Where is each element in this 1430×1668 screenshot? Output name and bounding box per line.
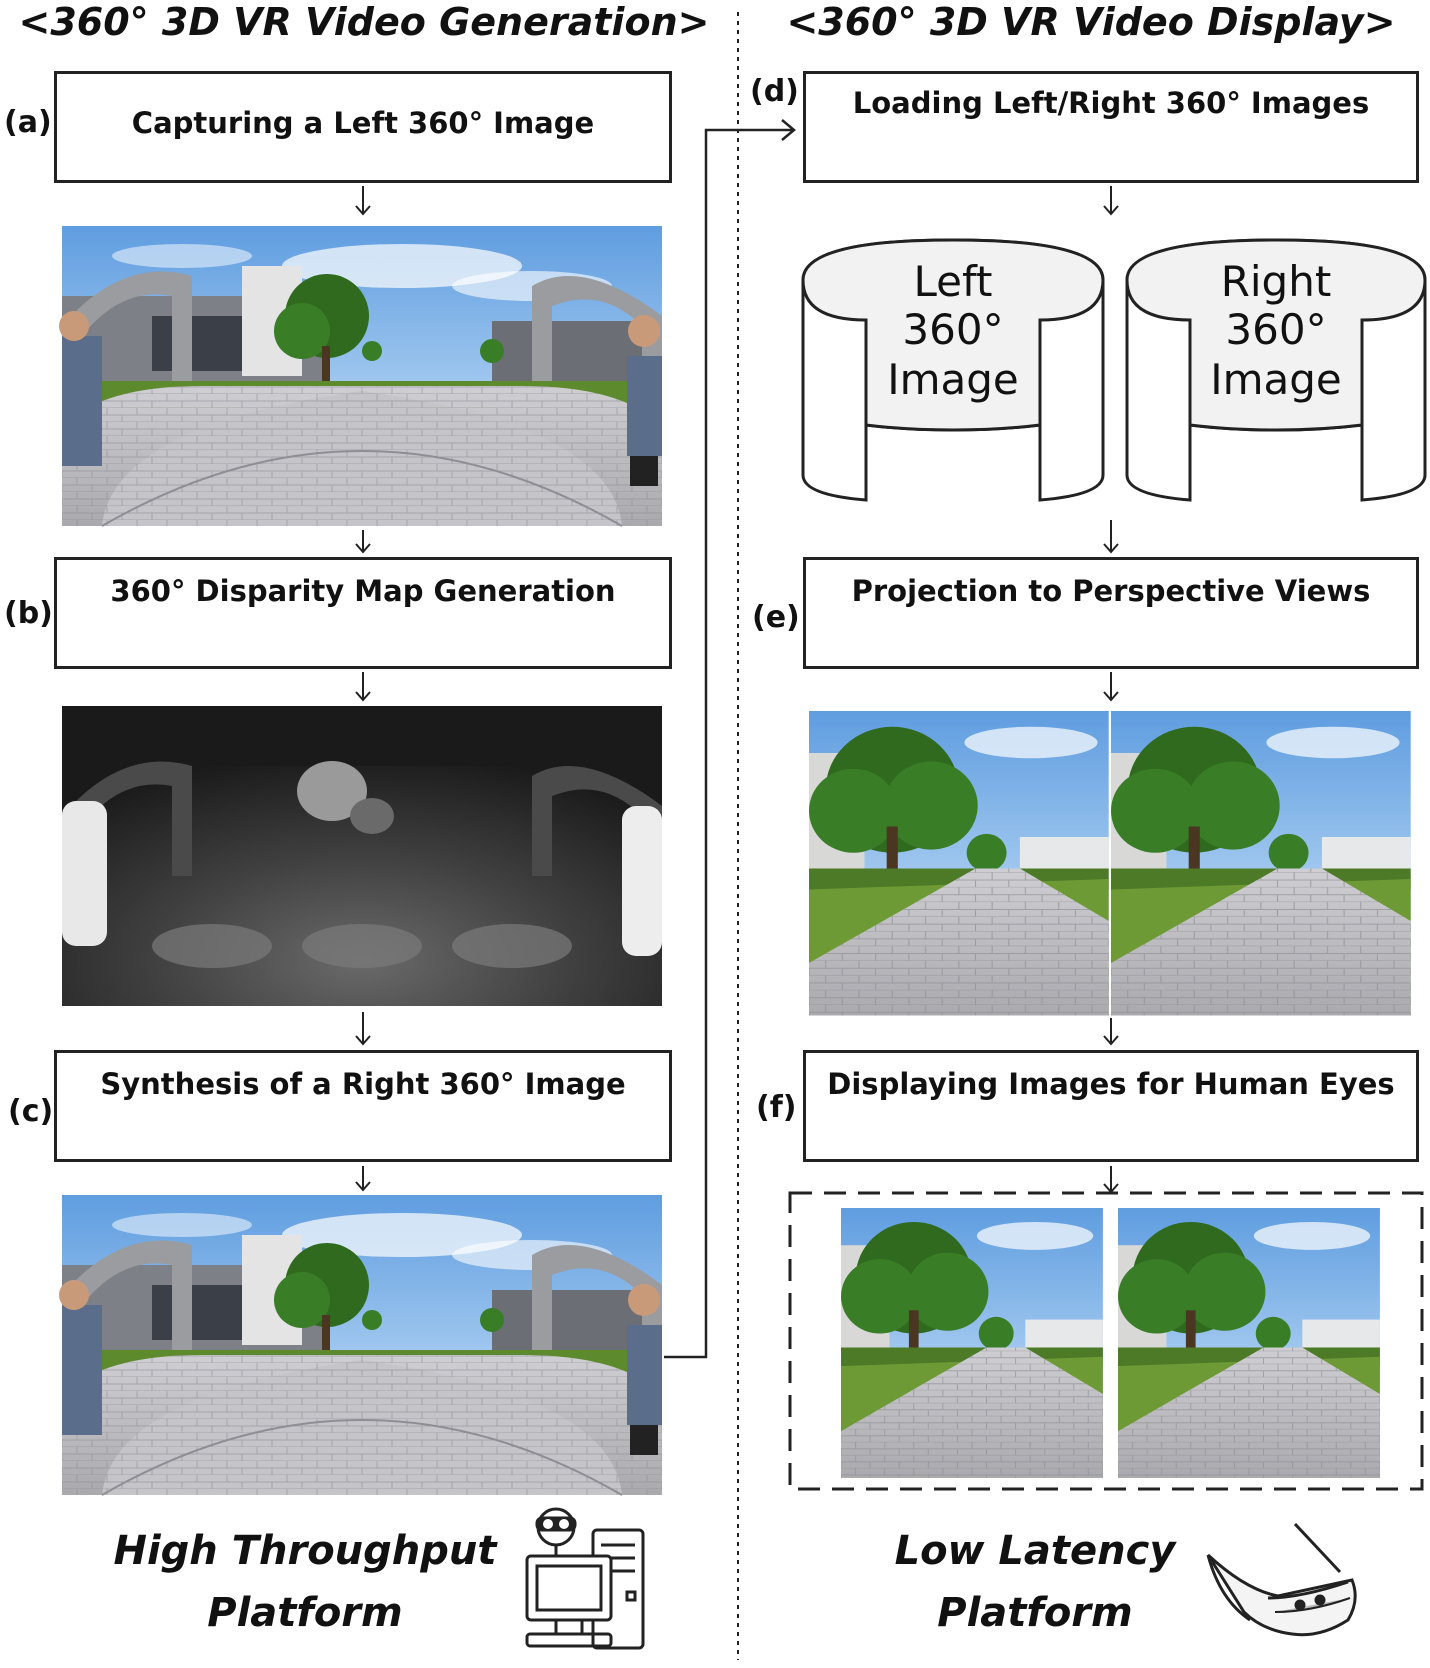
step-box-displaying: Displaying Images for Human Eyes <box>803 1050 1419 1162</box>
right-cyl-line2: 360° <box>1225 305 1326 354</box>
left-cyl-line2: 360° <box>902 305 1003 354</box>
desktop-computer-icon <box>525 1507 645 1650</box>
low-latency-line2: Platform <box>937 1590 1133 1636</box>
left-cyl-line1: Left <box>913 257 992 306</box>
step-text-synthesis: Synthesis of a Right 360° Image <box>100 1067 626 1101</box>
step-label-a: (a) <box>4 105 52 140</box>
step-box-synthesis: Synthesis of a Right 360° Image <box>54 1050 672 1162</box>
step-text-capture-left: Capturing a Left 360° Image <box>131 106 595 140</box>
right-arrows <box>1103 186 1119 1194</box>
left-cyl-line3: Image <box>887 355 1019 404</box>
cross-connector-arrow <box>664 119 796 1359</box>
high-throughput-line1: High Throughput <box>113 1528 497 1574</box>
step-label-c: (c) <box>8 1094 54 1129</box>
right-perspective-view <box>1111 711 1411 1016</box>
step-text-disparity: 360° Disparity Map Generation <box>110 574 616 608</box>
display-dashed-frame <box>788 1191 1424 1491</box>
step-label-f: (f) <box>756 1090 797 1125</box>
high-throughput-line2: Platform <box>207 1590 403 1636</box>
left-perspective-view <box>809 711 1109 1016</box>
step-text-displaying: Displaying Images for Human Eyes <box>827 1067 1395 1101</box>
display-heading: <360° 3D VR Video Display> <box>786 0 1396 44</box>
low-latency-platform-label: Low Latency Platform <box>870 1520 1200 1644</box>
left-eye-view <box>841 1208 1103 1478</box>
step-box-capture-left: Capturing a Left 360° Image <box>54 71 672 183</box>
vr-headset-icon <box>1206 1522 1357 1637</box>
left-360-cylinder: Left 360° Image <box>801 238 1105 502</box>
step-label-d: (d) <box>750 74 799 109</box>
low-latency-line1: Low Latency <box>894 1528 1176 1574</box>
generation-heading: <360° 3D VR Video Generation> <box>18 0 710 44</box>
right-cyl-line3: Image <box>1210 355 1342 404</box>
left-arrows <box>355 186 371 1192</box>
high-throughput-platform-label: High Throughput Platform <box>110 1520 500 1644</box>
right-eye-view <box>1118 1208 1380 1478</box>
right-cyl-line1: Right <box>1221 257 1332 306</box>
right-360-image <box>58 1194 663 1496</box>
step-label-e: (e) <box>752 600 800 635</box>
step-box-disparity: 360° Disparity Map Generation <box>54 557 672 669</box>
step-box-projection: Projection to Perspective Views <box>803 557 1419 669</box>
right-360-cylinder: Right 360° Image <box>1125 238 1427 502</box>
left-360-image <box>58 225 663 527</box>
step-label-b: (b) <box>4 596 53 631</box>
step-text-loading: Loading Left/Right 360° Images <box>852 86 1370 120</box>
disparity-map-image <box>62 706 662 1006</box>
step-text-projection: Projection to Perspective Views <box>851 574 1371 608</box>
step-box-loading: Loading Left/Right 360° Images <box>803 71 1419 183</box>
